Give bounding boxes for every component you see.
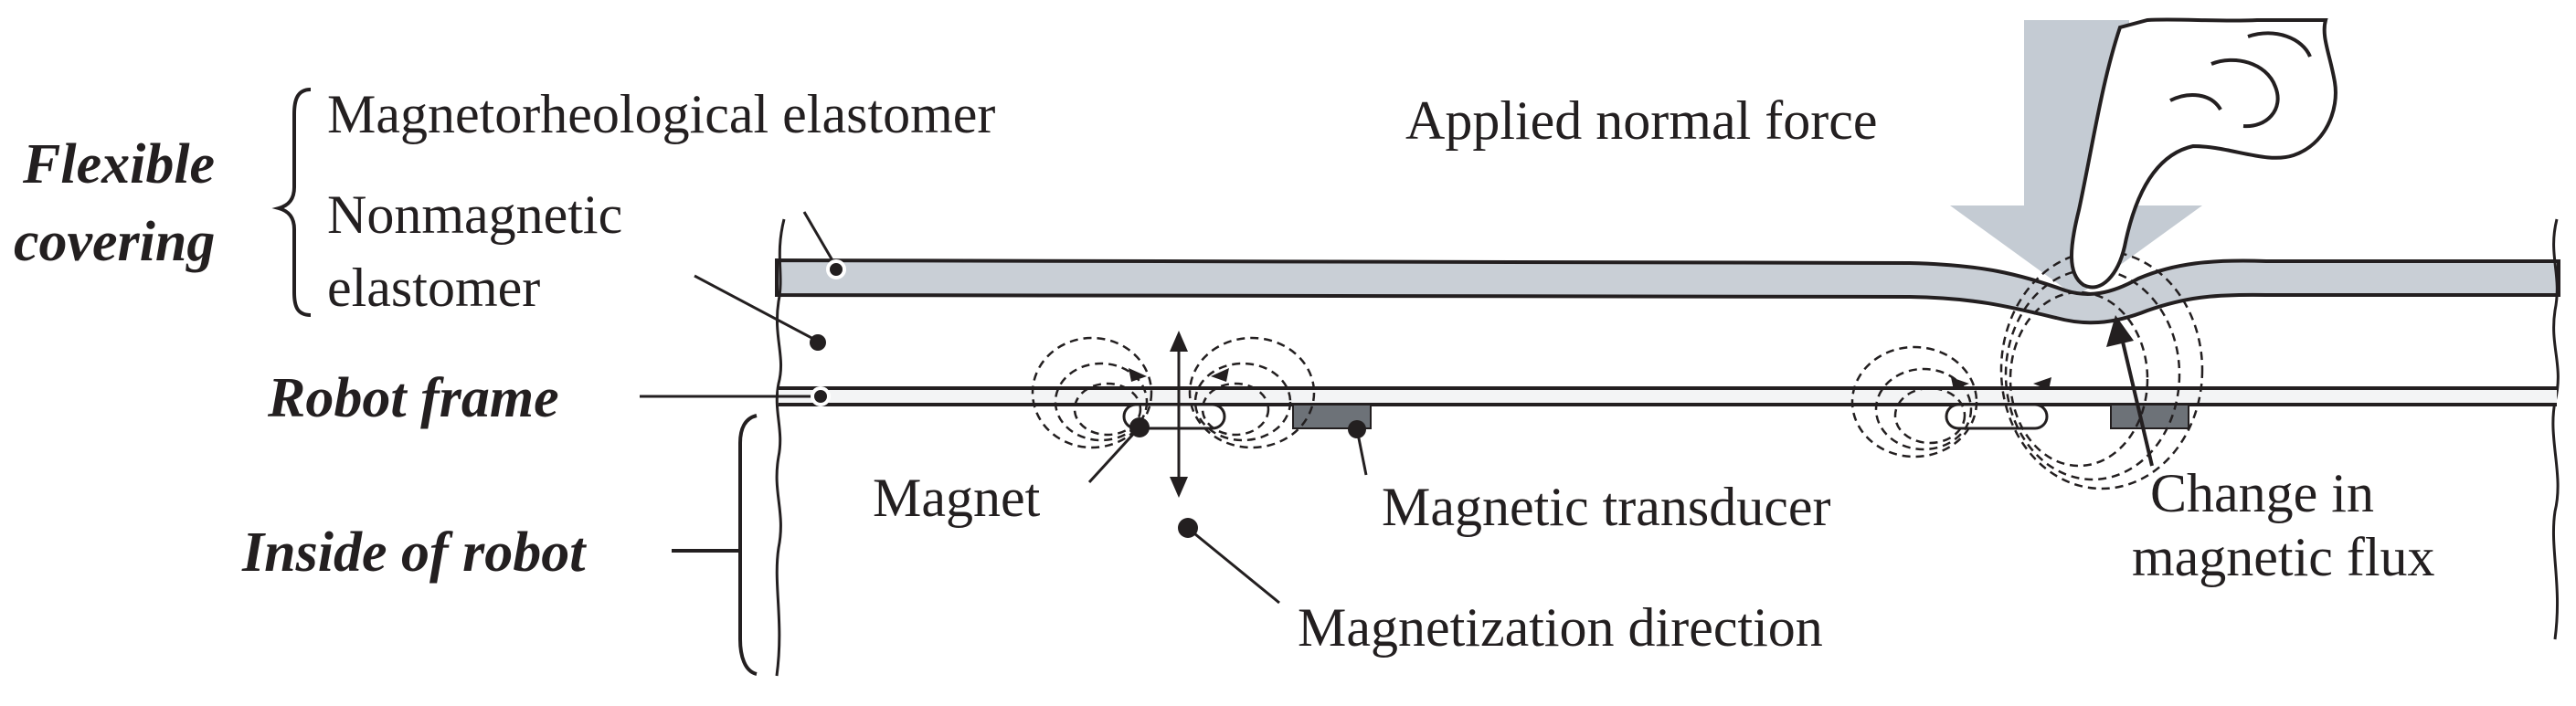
label-robot-frame: Robot frame <box>267 367 559 429</box>
right-magnet <box>1945 403 2049 430</box>
mre-dot <box>826 259 846 279</box>
inside-of-robot-bracket <box>738 414 758 676</box>
magnetization-dot <box>1178 518 1198 538</box>
label-magnetic-flux: magnetic flux <box>2132 527 2435 587</box>
nonmagnetic-leader <box>694 274 816 342</box>
flux-arrowhead-icon <box>1211 368 1229 382</box>
mre-layer <box>775 258 2560 325</box>
label-nonmagnetic-1: Nonmagnetic <box>327 184 622 245</box>
flexible-covering-brace <box>271 88 312 317</box>
flux-change-arrowhead-icon <box>2106 315 2134 347</box>
magnetization-arrowhead-down-icon <box>1170 477 1188 498</box>
finger-icon <box>2070 17 2337 290</box>
label-applied-normal-force: Applied normal force <box>1405 90 1877 151</box>
label-change-in: Change in <box>2150 463 2374 523</box>
label-magnetization-direction: Magnetization direction <box>1298 597 1823 658</box>
left-flux-loops-left <box>1031 336 1153 449</box>
right-flux-loops-left <box>1850 345 1978 458</box>
force-arrow <box>1950 20 2202 297</box>
label-magnet: Magnet <box>873 468 1041 528</box>
label-nonmagnetic-2: elastomer <box>327 258 540 318</box>
right-transducer <box>2110 404 2189 429</box>
left-break-line <box>775 218 786 677</box>
flux-arrowhead-icon <box>1951 377 1969 390</box>
left-sensor-unit <box>1031 331 1372 498</box>
magnetization-arrowhead-up-icon <box>1170 331 1188 352</box>
mre-leader <box>802 211 838 268</box>
nonmagnetic-dot <box>810 334 826 351</box>
transducer-dot <box>1348 420 1366 438</box>
flux-arrowhead-icon <box>1129 368 1147 382</box>
magnet-dot <box>1129 417 1150 437</box>
magnet-leader <box>1087 427 1140 484</box>
label-flexible-covering-2: covering <box>14 211 215 273</box>
right-sensor-unit <box>1850 249 2204 490</box>
left-flux-loops-right <box>1188 336 1316 449</box>
label-inside-of-robot: Inside of robot <box>241 522 587 584</box>
label-flexible-covering-1: Flexible <box>22 133 215 195</box>
robot-frame <box>779 388 2557 405</box>
flux-arrowhead-icon <box>2033 377 2051 390</box>
label-magnetic-transducer: Magnetic transducer <box>1382 477 1830 537</box>
label-magnetorheological-elastomer: Magnetorheological elastomer <box>327 84 995 144</box>
robot-frame-dot <box>811 386 831 406</box>
magnetization-leader <box>1189 528 1280 605</box>
flux-change-arrow <box>2120 337 2154 467</box>
